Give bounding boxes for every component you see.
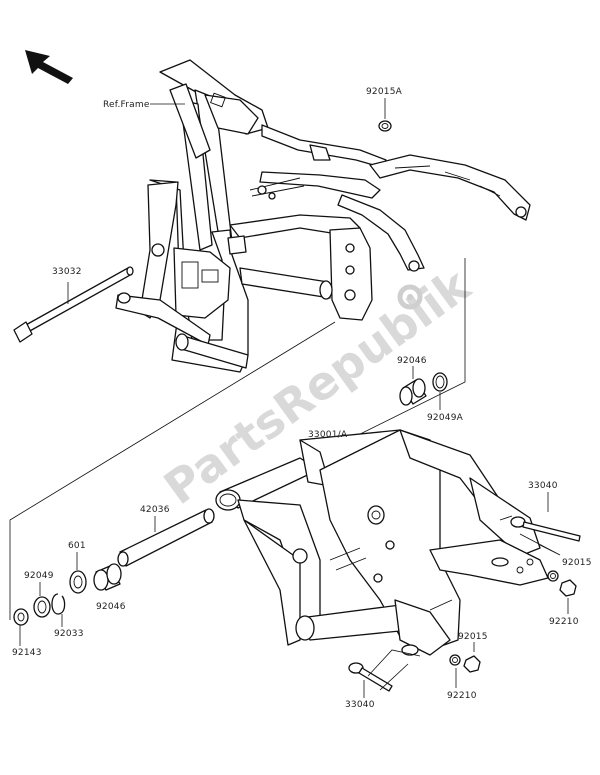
callout-92015a: 92015A <box>366 87 403 97</box>
callout-92049: 92049 <box>24 571 54 581</box>
part-33032-pivot-shaft <box>13 266 134 343</box>
part-92049a-seal <box>432 372 448 392</box>
gear-logo-icon <box>397 284 423 310</box>
callout-92015-low: 92015 <box>458 632 488 642</box>
part-92049-seal <box>33 596 51 618</box>
part-92210-nut-low <box>463 655 481 673</box>
callout-92143: 92143 <box>12 648 42 658</box>
callout-42036: 42036 <box>140 505 170 515</box>
callout-33001a: 33001/A <box>308 430 348 440</box>
part-92015-nut-right <box>547 570 559 582</box>
ref-frame-label: Ref.Frame <box>103 100 150 110</box>
callout-92015-right: 92015 <box>562 558 592 568</box>
part-92046-upper-bushing <box>399 378 427 406</box>
part-92143-cap <box>13 608 29 626</box>
callout-92210-right: 92210 <box>549 617 579 627</box>
callout-92046-top: 92046 <box>397 356 427 366</box>
part-42036-sleeve <box>117 508 215 567</box>
callout-33032: 33032 <box>52 267 82 277</box>
callout-92049a: 92049A <box>427 413 464 423</box>
part-92015a-nut <box>378 120 392 132</box>
part-92210-nut-right <box>559 579 577 597</box>
callout-92210-low: 92210 <box>447 691 477 701</box>
callout-92046-low: 92046 <box>96 602 126 612</box>
callout-601: 601 <box>68 541 86 551</box>
callout-33040-top: 33040 <box>528 481 558 491</box>
part-33040-adjuster-bolt-top <box>510 516 581 542</box>
part-33040-adjuster-bolt-low <box>348 662 393 692</box>
part-601-bearing <box>69 570 87 594</box>
part-92046-lower-bushing <box>93 563 122 591</box>
part-33001a-swingarm <box>215 429 549 656</box>
reference-frame <box>115 59 531 373</box>
assembly-line-left <box>9 321 336 620</box>
part-92033-circlip <box>51 593 66 615</box>
callout-33040-low: 33040 <box>345 700 375 710</box>
arrow-up-left-icon <box>25 50 73 84</box>
part-92015-nut-low <box>449 654 461 666</box>
callout-92033: 92033 <box>54 629 84 639</box>
